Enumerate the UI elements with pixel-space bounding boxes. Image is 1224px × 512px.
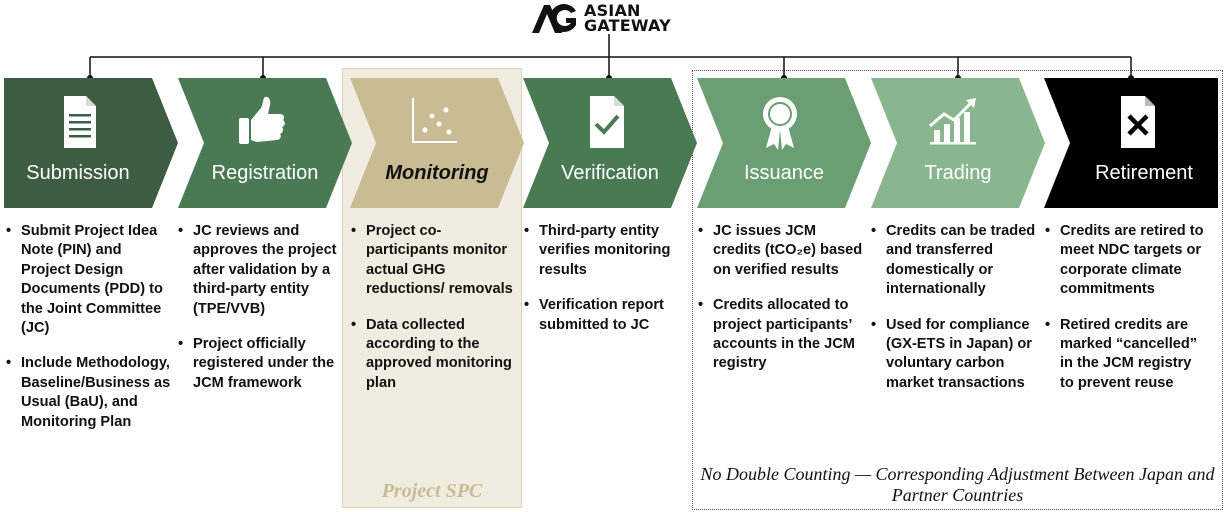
chevron-registration — [178, 78, 352, 208]
asian-gateway-logo: ASIAN GATEWAY — [530, 0, 671, 36]
bullet-item: Third-party entity verifies monitoring r… — [524, 222, 690, 280]
bullet-item: Project officially registered under the … — [178, 335, 344, 393]
column-submission: Submit Project Idea Note (PIN) and Proje… — [6, 222, 172, 448]
document-icon — [64, 96, 96, 148]
step-monitoring: Monitoring — [350, 78, 524, 208]
column-registration: JC reviews and approves the project afte… — [178, 222, 344, 409]
bullet-item: Data collected according to the approved… — [351, 316, 515, 394]
bullet-item: Include Methodology, Baseline/Business a… — [6, 354, 172, 432]
bullet-item: Retired credits are marked “cancelled” i… — [1045, 316, 1207, 394]
step-verification: Verification — [523, 78, 697, 208]
step-label-verification: Verification — [561, 162, 659, 184]
checked-document-icon — [590, 96, 624, 148]
step-label-trading: Trading — [924, 162, 992, 184]
bullet-item: Credits allocated to project participant… — [698, 296, 864, 374]
step-retirement: Retirement — [1044, 78, 1218, 208]
bullet-item: JC reviews and approves the project afte… — [178, 222, 344, 319]
step-label-issuance: Issuance — [743, 162, 825, 184]
bullet-item: Project co-participants monitor actual G… — [351, 222, 515, 300]
growth-chart-icon — [929, 98, 976, 145]
step-label-retirement: Retirement — [1095, 162, 1193, 184]
logo-line2: GATEWAY — [584, 16, 671, 35]
bullet-item: Submit Project Idea Note (PIN) and Proje… — [6, 222, 172, 338]
step-registration: Registration — [178, 78, 352, 208]
bullet-item: Credits are retired to meet NDC targets … — [1045, 222, 1207, 300]
step-label-submission: Submission — [26, 162, 130, 184]
bullet-item: Credits can be traded and transferred do… — [871, 222, 1037, 300]
bullet-item: Verification report submitted to JC — [524, 296, 690, 335]
scatter-plot-icon — [412, 98, 457, 143]
award-ribbon-icon — [763, 97, 797, 150]
no-double-counting-note: No Double Counting — Corresponding Adjus… — [700, 464, 1215, 505]
step-trading: Trading — [871, 78, 1045, 208]
step-label-monitoring: Monitoring — [385, 162, 489, 184]
thumbs-up-icon — [239, 96, 285, 144]
bullet-item: Used for compliance (GX-ETS in Japan) or… — [871, 316, 1037, 394]
column-verification: Third-party entity verifies monitoring r… — [524, 222, 690, 351]
project-spc-label: Project SPC — [381, 480, 483, 502]
crossed-document-icon — [1121, 96, 1155, 148]
bullet-item: JC issues JCM credits (tCO₂e) based on v… — [698, 222, 864, 280]
asian-gateway-logo-icon — [532, 4, 576, 33]
connector-lines — [87, 34, 1134, 80]
logo-line1: ASIAN — [584, 1, 641, 20]
column-retirement: Credits are retired to meet NDC targets … — [1045, 222, 1207, 409]
step-submission: Submission — [4, 78, 178, 208]
column-trading: Credits can be traded and transferred do… — [871, 222, 1037, 409]
column-monitoring: Project co-participants monitor actual G… — [351, 222, 515, 409]
column-issuance: JC issues JCM credits (tCO₂e) based on v… — [698, 222, 864, 390]
step-issuance: Issuance — [697, 78, 871, 208]
step-label-registration: Registration — [211, 162, 319, 184]
